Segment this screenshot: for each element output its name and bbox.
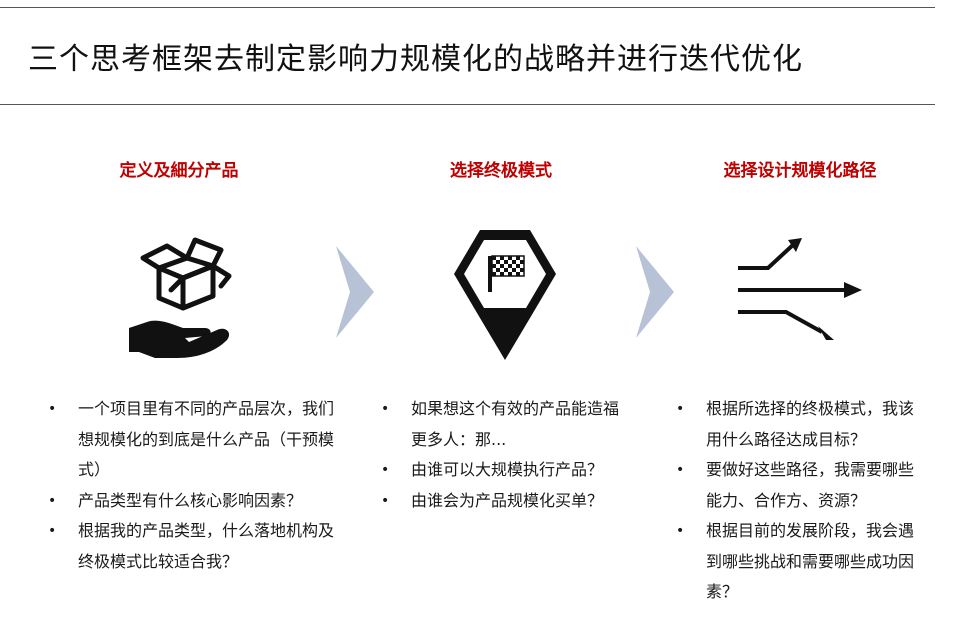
column-1-bullet-list: 一个项目里有不同的产品层次，我们想规模化的到底是什么产品（干预模式） 产品类型有… bbox=[48, 394, 348, 577]
list-item: 根据所选择的终极模式，我该用什么路径达成目标？ bbox=[676, 394, 926, 455]
diverging-arrows-icon bbox=[738, 238, 862, 340]
column-2-heading: 选择终极模式 bbox=[450, 161, 552, 181]
page-title: 三个思考框架去制定影响力规模化的战略并进行迭代优化 bbox=[28, 42, 803, 77]
column-3-heading: 选择设计规模化路径 bbox=[723, 161, 877, 181]
list-item: 由谁可以大规模执行产品？ bbox=[381, 455, 629, 486]
list-item: 一个项目里有不同的产品层次，我们想规模化的到底是什么产品（干预模式） bbox=[48, 394, 348, 486]
list-item: 产品类型有什么核心影响因素？ bbox=[48, 486, 348, 517]
chevron-right-icon-1 bbox=[336, 246, 374, 338]
list-item: 根据我的产品类型，什么落地机构及终极模式比较适合我？ bbox=[48, 516, 348, 577]
column-3-bullet-list: 根据所选择的终极模式，我该用什么路径达成目标？ 要做好这些路径，我需要哪些能力、… bbox=[676, 394, 926, 608]
list-item: 由谁会为产品规模化买单？ bbox=[381, 486, 629, 517]
box-in-hand-icon bbox=[129, 237, 232, 358]
top-rule bbox=[0, 7, 935, 8]
list-item: 要做好这些路径，我需要哪些能力、合作方、资源？ bbox=[676, 455, 926, 516]
column-2-bullet-list: 如果想这个有效的产品能造福更多人：那... 由谁可以大规模执行产品？ 由谁会为产… bbox=[381, 394, 629, 516]
header-divider bbox=[0, 104, 935, 105]
list-item: 根据目前的发展阶段，我会遇到哪些挑战和需要哪些成功因素？ bbox=[676, 516, 926, 608]
column-1-heading: 定义及細分产品 bbox=[119, 161, 239, 181]
map-pin-checkered-flag-icon bbox=[454, 230, 556, 360]
chevron-right-icon-2 bbox=[636, 246, 674, 338]
list-item: 如果想这个有效的产品能造福更多人：那... bbox=[381, 394, 629, 455]
